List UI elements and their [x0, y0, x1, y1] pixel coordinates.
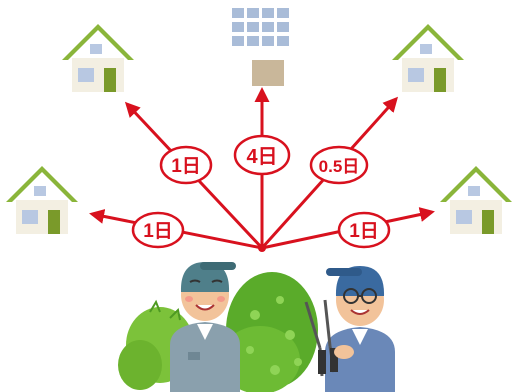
- arrow-origin-dot: [258, 244, 266, 252]
- gardener-icon: [170, 262, 240, 392]
- label-center: 4日: [233, 134, 291, 176]
- house-icon-top-left: [62, 24, 134, 92]
- house-icon-mid-left: [6, 166, 78, 234]
- label-left-high-text: 1日: [171, 156, 201, 177]
- label-center-text: 4日: [246, 146, 277, 168]
- house-icon-mid-right: [440, 166, 512, 234]
- label-left-high: 1日: [159, 145, 213, 185]
- hedge-bush-icon-center: [220, 272, 318, 392]
- label-left-low: 1日: [131, 211, 185, 249]
- house-icon-top-right: [392, 24, 464, 92]
- label-right-high-text: 0.5日: [319, 157, 360, 176]
- gardener-with-shears-icon: [304, 266, 395, 392]
- label-right-low-text: 1日: [349, 221, 379, 242]
- label-right-low: 1日: [337, 211, 391, 249]
- office-building-icon: [232, 8, 289, 86]
- label-left-low-text: 1日: [143, 221, 173, 242]
- label-right-high: 0.5日: [309, 145, 369, 185]
